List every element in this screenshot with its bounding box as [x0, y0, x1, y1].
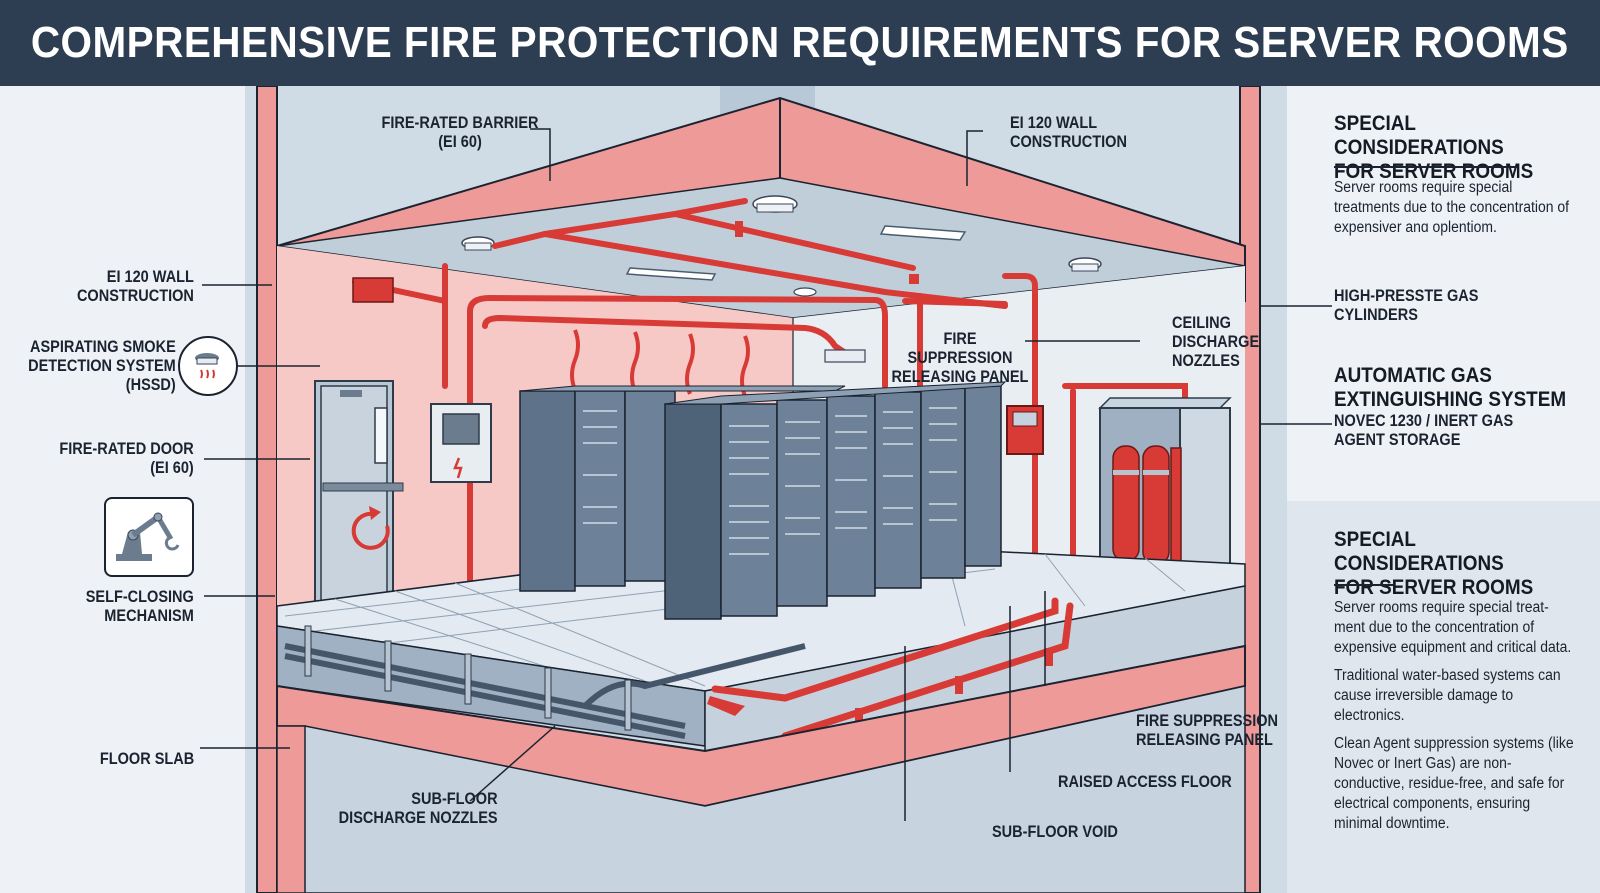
label-suppression-panel-top: FIRE SUPPRESSION RELEASING PANEL [891, 330, 1029, 386]
label-floor-slab: FLOOR SLAB [99, 750, 194, 768]
right-leader-lines [1260, 305, 1332, 425]
door-window [374, 407, 388, 464]
bottom-considerations-text: Server rooms require special treat-ment … [1334, 598, 1577, 842]
label-wall-construction-left: EI 120 WALL CONSTRUCTION [77, 268, 194, 305]
server-rack [720, 403, 778, 617]
smoke-detector-icon [1068, 257, 1102, 272]
left-label-panel [0, 86, 245, 893]
heading-divider [1334, 166, 1518, 168]
top-considerations-text: Server rooms require special treatments … [1334, 179, 1569, 236]
rotate-arrow-icon [351, 511, 390, 550]
considerations-paragraph: Traditional water-based systems can caus… [1334, 667, 1561, 724]
ceiling-light [879, 225, 967, 241]
sub-floor-nozzle [855, 648, 1053, 726]
server-rack-row-front [664, 381, 1007, 620]
door-closer [340, 390, 362, 397]
cable-bundle [284, 643, 806, 739]
label-ceiling-discharge-nozzles: CEILING DISCHARGE NOZZLES [1172, 314, 1260, 370]
server-rack-row-back [519, 385, 846, 592]
suppression-control-panel [1006, 405, 1044, 455]
right-info-panel [1287, 86, 1600, 893]
gas-cylinder-cabinet [1098, 397, 1232, 569]
server-rack [664, 403, 722, 620]
smoke-detector-icon [178, 336, 238, 396]
label-fire-rated-barrier: FIRE-RATED BARRIER (EI 60) [381, 114, 539, 151]
panel-screen [442, 413, 480, 445]
label-suppression-panel-bottom: FIRE SUPPRESSION RELEASING PANEL [1136, 712, 1279, 749]
label-sub-floor-void: SUB-FLOOR VOID [992, 823, 1118, 841]
smoke-detector-icon [461, 236, 495, 251]
panic-bar [322, 482, 404, 492]
ceiling-nozzle [909, 274, 919, 284]
discharge-nozzle [707, 696, 745, 716]
server-rack [519, 390, 576, 592]
page-title: COMPREHENSIVE FIRE PROTECTION REQUIREMEN… [31, 18, 1569, 67]
top-considerations-heading: SPECIAL CONSIDERATIONS FOR SERVER ROOMS [1334, 112, 1534, 183]
pipe-sensor [824, 349, 866, 363]
bottom-considerations-heading: SPECIAL CONSIDERATIONS FOR SERVER ROOMS [1334, 528, 1534, 599]
label-sub-floor-discharge-nozzles: SUB-FLOOR DISCHARGE NOZZLES [339, 790, 498, 827]
left-leader-lines [200, 284, 320, 749]
robotic-arm-icon [104, 497, 194, 577]
label-fire-rated-door: FIRE-RATED DOOR (EI 60) [59, 440, 194, 477]
label-high-pressure-gas-cylinders: HIGH-PRESSTE GAS CYLINDERS [1334, 287, 1479, 324]
server-rack [964, 385, 1002, 567]
gas-cylinder [1112, 445, 1140, 562]
gas-cylinder [1142, 445, 1170, 565]
label-raised-access-floor: RAISED ACCESS FLOOR [1058, 773, 1232, 791]
alarm-beacon [352, 277, 394, 303]
heading-divider [1334, 584, 1394, 586]
considerations-box [1287, 501, 1600, 893]
server-rack [776, 399, 828, 607]
fire-rated-door [314, 380, 404, 607]
label-leader-lines [469, 128, 1140, 821]
title-bar: COMPREHENSIVE FIRE PROTECTION REQUIREMEN… [0, 0, 1600, 86]
label-agent-storage: NOVEC 1230 / INERT GAS AGENT STORAGE [1334, 412, 1514, 449]
ceiling-light [625, 267, 717, 281]
considerations-paragraph: Server rooms require special treat-ment … [1334, 599, 1572, 656]
server-rack [874, 391, 922, 589]
considerations-paragraph: Clean Agent suppression systems (like No… [1334, 735, 1574, 832]
lightning-icon [453, 457, 463, 479]
smoke-detector-icon [793, 287, 817, 297]
label-aspirating-smoke-detection: ASPIRATING SMOKE DETECTION SYSTEM (HSSD) [28, 338, 176, 394]
label-wall-construction-top: EI 120 WALL CONSTRUCTION [1010, 114, 1127, 151]
rack-unit-lines [583, 407, 957, 555]
server-rack [574, 390, 626, 587]
control-panel [430, 403, 492, 483]
server-rack [826, 395, 876, 597]
floor-pedestals [304, 625, 632, 731]
server-rack [920, 387, 966, 579]
label-self-closing-mechanism: SELF-CLOSING MECHANISM [85, 588, 194, 625]
auto-gas-extinguishing-heading: AUTOMATIC GAS EXTINGUISHING SYSTEM [1334, 364, 1567, 411]
smoke-detector-icon [752, 195, 798, 213]
sub-floor-pipework [711, 597, 1074, 740]
gas-cylinder [1170, 447, 1182, 567]
ceiling-nozzle [735, 221, 743, 237]
server-room-illustration [245, 85, 1287, 893]
